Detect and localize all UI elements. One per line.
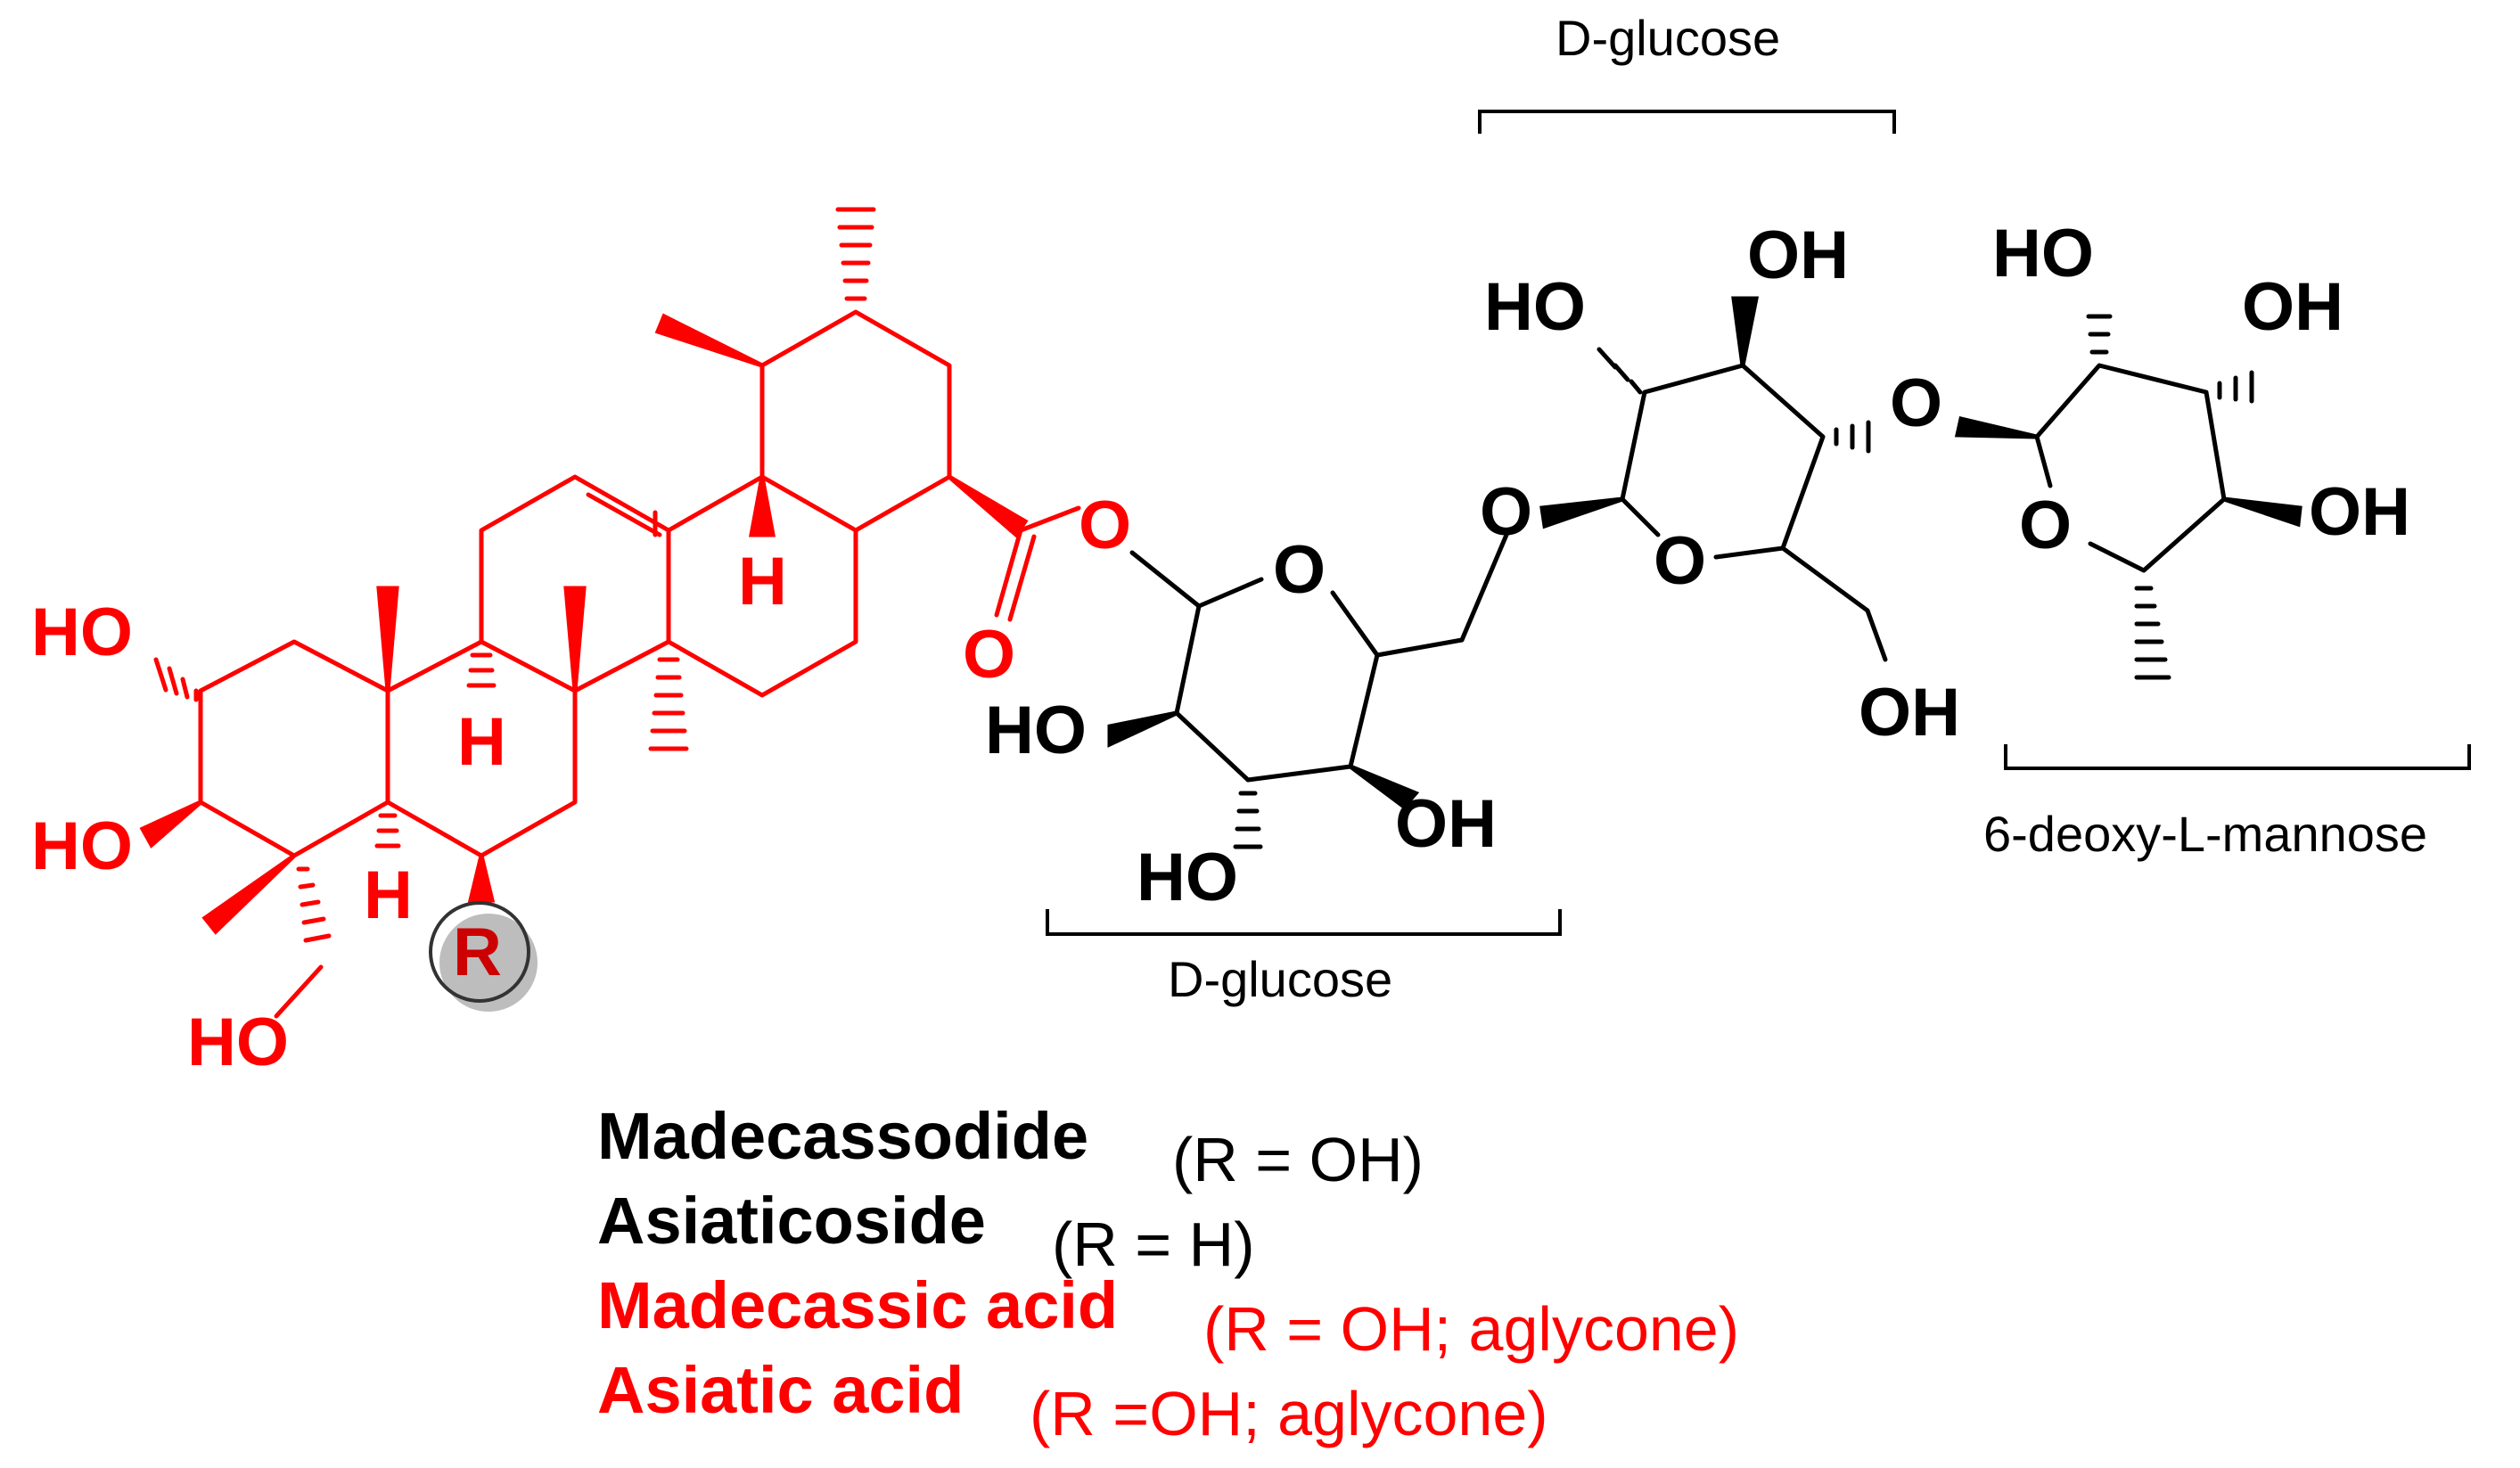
wedge-bond-c18 [748,476,776,537]
label-ho-c3: HO [31,808,133,884]
hash-bond-s3-c5 [2134,586,2171,680]
compound-legend: Madecassodide (R = OH) Asiaticoside (R =… [597,1099,1739,1448]
label-s1-ho-c2: HO [985,693,1087,768]
label-s1-oh-c4: OH [1395,786,1497,862]
sugar-brackets [1046,110,2471,936]
label-s1-link-o: O [1480,474,1532,550]
hash-bond-s2-c4 [1834,420,1871,454]
wedge-bond-c6 [467,855,496,903]
label-r-group: R [453,914,502,990]
hash-bond-s3-c2 [2086,314,2113,355]
label-s1-ring-o: O [1273,532,1326,608]
compound-condition-3: (R = OH; aglycone) [1203,1294,1739,1364]
compound-name-2: Asiaticoside [597,1184,986,1258]
wedge-bond-s2-c3 [1731,296,1760,366]
compound-row-3: Madecassic acid (R = OH; aglycone) [597,1268,1739,1364]
label-h-c18: H [738,544,787,619]
hash-bond-s2-c2 [1597,347,1643,395]
wedge-bond-s3-c1 [1954,415,2038,439]
label-s2-ring-o: O [1654,523,1706,599]
sugar3-stereo [1954,314,2302,680]
label-bottom-glucose: D-glucose [1168,951,1392,1007]
sugar2-ring [1620,363,1888,662]
label-h-c5: H [364,857,413,933]
wedge-bond-s1-c4 [1349,764,1420,810]
aglycone-labels: HO HO HO H H H R O O [31,488,1131,1080]
compound-name-3: Madecassic acid [597,1268,1118,1342]
label-s2-link-o: O [1890,365,1942,441]
label-s2-oh-c6: OH [1859,675,1960,750]
compound-row-1: Madecassodide (R = OH) [597,1099,1424,1194]
label-h-c9: H [457,704,506,780]
hash-bond-c9 [466,652,497,688]
compound-row-2: Asiaticoside (R = H) [597,1184,1255,1279]
label-s2-ho-c2: HO [1484,269,1586,345]
bracket-top-glucose [1478,110,1896,134]
hash-bond-s1-c3 [1233,791,1263,849]
label-s3-oh-c3: OH [2242,269,2344,345]
label-s3-ho-c2: HO [1992,216,2094,291]
wedge-bond-s1-c2 [1107,710,1178,748]
wedge-bond-c4-methyl [201,853,296,935]
r-group-highlight [429,901,538,1012]
hash-bond-c2 [153,657,199,702]
compound-name-4: Asiatic acid [597,1353,964,1427]
label-top-glucose: D-glucose [1556,10,1780,66]
wedge-bond-s3-c4 [2223,496,2302,528]
compound-row-4: Asiatic acid (R =OH; aglycone) [597,1353,1548,1448]
wedge-bond-c19-methyl [654,313,764,368]
hash-bond-c20 [835,207,876,301]
bracket-mannose [2004,744,2471,770]
label-o-ester-single: O [1079,488,1131,563]
bracket-bottom-glucose [1046,909,1562,936]
compound-condition-1: (R = OH) [1172,1125,1424,1194]
hash-bond-c14 [648,657,689,751]
hash-bond-c4 [296,866,332,943]
label-ho-c23: HO [187,1005,289,1080]
sugar1-ring [1129,532,1509,783]
wedge-bond-c17 [948,474,1029,538]
label-s3-ring-o: O [2019,488,2072,563]
compound-condition-2: (R = H) [1052,1210,1255,1279]
label-mannose: 6-deoxy-L-mannose [1983,806,2427,862]
wedge-bond-c10-methyl [376,586,399,692]
hash-bond-s3-c3 [2217,370,2254,404]
compound-name-1: Madecassodide [597,1099,1088,1173]
wedge-bond-c8-methyl [563,586,587,692]
wedge-bond-c3 [139,800,202,849]
aglycone-substituents [139,207,1081,1019]
aglycone-skeleton [198,309,952,858]
label-s3-oh-c4: OH [2309,474,2410,550]
sugar1-stereo [1107,710,1420,849]
compound-condition-4: (R =OH; aglycone) [1030,1379,1548,1448]
sugar3-ring [2034,363,2227,573]
sugar1-labels: O HO HO OH O [985,474,1532,915]
sugar-bracket-labels: D-glucose D-glucose 6-deoxy-L-mannose [1168,10,2427,1007]
label-s1-ho-c3: HO [1137,840,1238,915]
wedge-bond-s2-c1 [1539,496,1623,529]
hash-bond-c5 [374,813,401,849]
sugar3-labels: O HO OH OH [1992,216,2410,563]
label-s2-oh-c3: OH [1747,217,1849,293]
sugar2-stereo [1539,296,1871,529]
sugar2-labels: O HO OH OH O [1484,217,1960,750]
label-ho-c2: HO [31,595,133,670]
label-o-ester-double: O [963,617,1015,693]
